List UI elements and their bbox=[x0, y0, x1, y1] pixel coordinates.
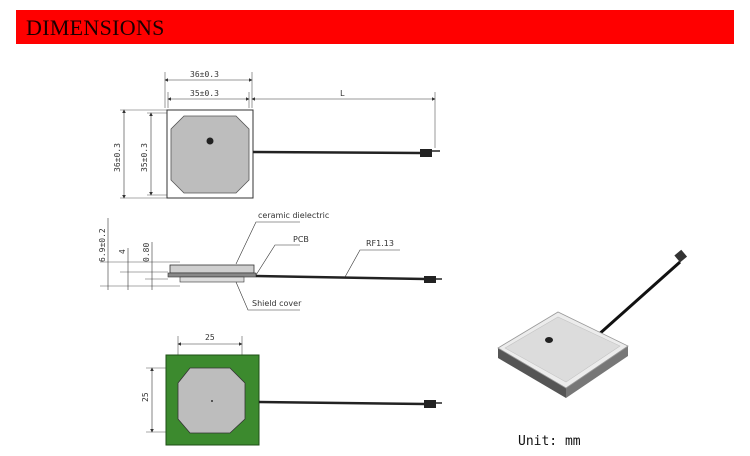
unit-label: Unit: mm bbox=[518, 434, 581, 449]
patch-top bbox=[170, 115, 250, 194]
bottom-view: 25 25 bbox=[141, 333, 442, 446]
cable-side bbox=[255, 274, 426, 281]
dim-bottom-width: 25 bbox=[205, 333, 215, 342]
isometric-view bbox=[497, 249, 688, 398]
cable-bottom bbox=[258, 400, 426, 406]
ceramic-layer bbox=[169, 264, 255, 274]
side-view: 6.9±0.2 4 0.80 ceramic dielectric PCB RF… bbox=[98, 211, 442, 311]
connector-bottom bbox=[424, 400, 436, 408]
dim-ceramic-height: 4 bbox=[118, 249, 127, 254]
dim-height-inner: 35±0.3 bbox=[140, 143, 149, 172]
body-side-right bbox=[566, 346, 628, 398]
label-cable: RF1.13 bbox=[366, 239, 394, 248]
dim-bottom-height: 25 bbox=[141, 392, 150, 402]
pcb-layer bbox=[167, 272, 257, 278]
feed-point-top bbox=[206, 137, 214, 145]
dim-height-outer: 36±0.3 bbox=[113, 143, 122, 172]
label-ceramic-dielectric: ceramic dielectric bbox=[258, 211, 329, 220]
header-banner: DIMENSIONS bbox=[16, 10, 734, 44]
cable-top bbox=[252, 150, 421, 155]
page-title: DIMENSIONS bbox=[26, 15, 165, 40]
feed-point-3d bbox=[545, 337, 553, 343]
dim-width-outer: 36±0.3 bbox=[190, 70, 219, 79]
top-view: 36±0.3 35±0.3 L 36±0.3 35±0.3 bbox=[113, 70, 440, 199]
dim-width-inner: 35±0.3 bbox=[190, 89, 219, 98]
body-side-left bbox=[498, 348, 566, 398]
shield-layer bbox=[179, 276, 245, 283]
cable-3d bbox=[587, 260, 681, 346]
label-pcb: PCB bbox=[293, 235, 309, 244]
connector-side bbox=[424, 276, 436, 283]
label-shield-cover: Shield cover bbox=[252, 299, 302, 308]
connector-top bbox=[420, 149, 432, 157]
dim-pcb-height: 0.80 bbox=[142, 243, 151, 262]
dim-length: L bbox=[340, 89, 345, 98]
connector-3d bbox=[674, 249, 688, 263]
dim-total-height: 6.9±0.2 bbox=[98, 228, 107, 262]
